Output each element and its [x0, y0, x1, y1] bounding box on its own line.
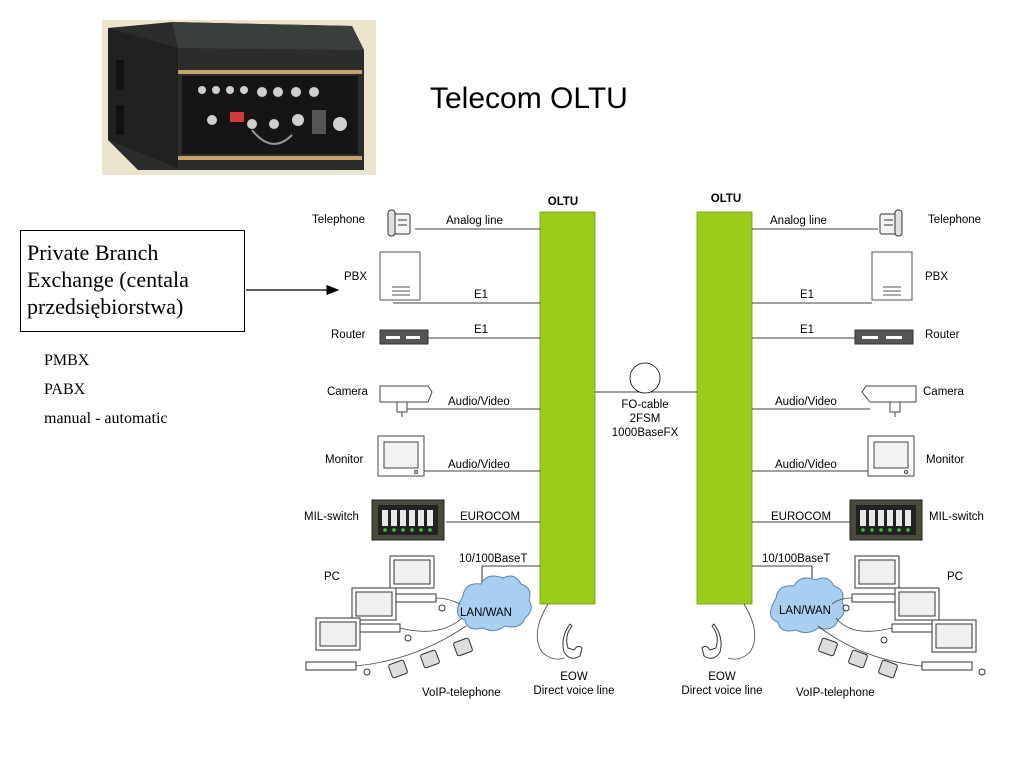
right-camera-label: Camera: [923, 386, 965, 398]
left-camera-icon: [379, 385, 433, 417]
fo-cable-reel: [629, 362, 661, 394]
right-ethernet-label: 10/100BaseT: [762, 553, 830, 565]
right-router-label: Router: [925, 329, 960, 341]
right-e1-router-label: E1: [800, 324, 814, 336]
right-oltu-bar: [696, 211, 753, 605]
right-av-camera-label: Audio/Video: [775, 396, 837, 408]
right-voip-label: VoIP-telephone: [796, 687, 875, 699]
right-eow-sublabel: Direct voice line: [681, 685, 762, 697]
right-av-monitor-label: Audio/Video: [775, 459, 837, 471]
left-router-label: Router: [331, 329, 366, 341]
right-monitor-icon: [867, 435, 915, 477]
left-camera-label: Camera: [327, 386, 369, 398]
left-ethernet-label: 10/100BaseT: [459, 553, 527, 565]
right-pc-label: PC: [947, 571, 963, 583]
left-pbx-icon: [379, 251, 421, 301]
left-voip-label: VoIP-telephone: [422, 687, 501, 699]
callout-line-3: przedsiębiorstwa): [27, 294, 184, 319]
right-pbx-label: PBX: [925, 271, 948, 283]
fo-cable-label-1: FO-cable: [621, 399, 668, 411]
pbx-callout-box: Private Branch Exchange (centala przedsi…: [20, 230, 245, 332]
right-pbx-icon: [871, 251, 913, 301]
left-router-icon: [379, 329, 429, 345]
callout-line-1: Private Branch: [27, 240, 159, 265]
right-analog-line-label: Analog line: [770, 215, 827, 227]
fo-cable-label-3: 1000BaseFX: [612, 427, 679, 439]
slide-title: Telecom OLTU: [430, 82, 628, 115]
oltu-device-photo: [102, 20, 376, 175]
left-lan-cloud: LAN/WAN: [457, 575, 532, 632]
left-telephone-label: Telephone: [312, 214, 365, 226]
left-mil-switch-label: MIL-switch: [304, 511, 359, 523]
left-av-monitor-label: Audio/Video: [448, 459, 510, 471]
left-oltu-bar: [539, 211, 596, 605]
left-lan-label: LAN/WAN: [460, 607, 512, 619]
right-lan-cloud: LAN/WAN: [770, 577, 845, 634]
right-telephone-label: Telephone: [928, 214, 981, 226]
fo-cable-label-2: 2FSM: [630, 413, 661, 425]
left-mil-switch-icon: [371, 499, 445, 541]
right-pc-icons: [842, 555, 986, 676]
right-camera-icon: [861, 385, 917, 417]
pbx-types-list: PMBX PABX manual - automatic: [44, 346, 168, 433]
right-monitor-label: Monitor: [926, 454, 965, 466]
left-telephone-icon: [387, 209, 411, 237]
left-analog-line-label: Analog line: [446, 215, 503, 227]
type-pmbx: PMBX: [44, 352, 90, 369]
left-pc-icons: [305, 555, 446, 676]
left-oltu-label: OLTU: [548, 196, 578, 208]
left-av-camera-label: Audio/Video: [448, 396, 510, 408]
left-monitor-icon: [377, 435, 425, 477]
right-eurocom-label: EUROCOM: [771, 511, 831, 523]
right-mil-switch-icon: [849, 499, 923, 541]
type-pabx: PABX: [44, 381, 86, 398]
right-eow-label: EOW: [708, 671, 736, 683]
left-e1-pbx-label: E1: [474, 289, 488, 301]
left-e1-router-label: E1: [474, 324, 488, 336]
right-telephone-icon: [879, 209, 903, 237]
left-monitor-label: Monitor: [325, 454, 364, 466]
right-lan-label: LAN/WAN: [779, 605, 831, 617]
right-voip-phones: [818, 637, 898, 679]
type-manual-automatic: manual - automatic: [44, 410, 168, 427]
right-oltu-label: OLTU: [711, 193, 741, 205]
right-router-icon: [854, 329, 914, 345]
right-e1-pbx-label: E1: [800, 289, 814, 301]
right-mil-switch-label: MIL-switch: [929, 511, 984, 523]
right-eow-handset-icon: [701, 603, 756, 660]
left-voip-phones: [388, 637, 473, 679]
left-eurocom-label: EUROCOM: [460, 511, 520, 523]
callout-line-2: Exchange (centala: [27, 267, 189, 292]
left-pc-label: PC: [324, 571, 340, 583]
left-eow-sublabel: Direct voice line: [533, 685, 614, 697]
left-eow-handset-icon: [536, 603, 583, 660]
left-eow-label: EOW: [560, 671, 588, 683]
left-pbx-label: PBX: [344, 271, 367, 283]
